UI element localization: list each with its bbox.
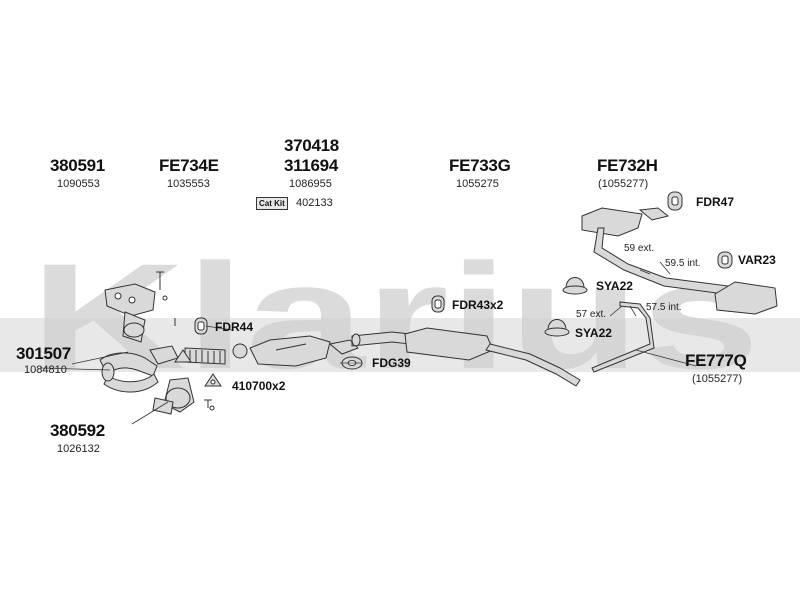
part-code: (1055277) xyxy=(598,178,649,190)
dimension-label: 59.5 int. xyxy=(665,258,701,269)
rear-silencer-lower-icon xyxy=(591,281,778,373)
part-code: 1090553 xyxy=(57,178,100,190)
part-code: (1055277) xyxy=(692,373,743,385)
part-code: 1086955 xyxy=(289,178,332,190)
gasket-410700-icon xyxy=(174,349,222,387)
sya22-clamp-top-icon xyxy=(562,277,588,295)
fitting-label-sya22: SYA22 xyxy=(596,279,633,293)
part-number: 370418 xyxy=(284,136,339,155)
fitting-label-fdr47: FDR47 xyxy=(696,195,735,209)
watermark-text: Klarius xyxy=(30,232,760,400)
manifold-lower-icon xyxy=(152,377,195,415)
centre-silencer-icon xyxy=(404,327,581,387)
var23-clamp-icon xyxy=(717,251,733,269)
part-code: 1035553 xyxy=(167,178,210,190)
dimension-label: 57 ext. xyxy=(576,309,607,320)
manifold-upper-icon xyxy=(104,283,156,343)
part-code: 402133 xyxy=(296,197,333,209)
part-number: FE733G xyxy=(449,156,511,175)
part-number: FE732H xyxy=(597,156,658,175)
fitting-label-fdr44: FDR44 xyxy=(215,320,254,334)
dimension-label: 57.5 int. xyxy=(646,302,682,313)
dimension-label: 59 ext. xyxy=(624,243,655,254)
part-number: 380591 xyxy=(50,156,105,175)
part-number: 380592 xyxy=(50,421,105,440)
fdr47-clamp-icon xyxy=(667,191,683,211)
front-pipe-icon xyxy=(99,345,179,393)
part-code: 1084810 xyxy=(24,364,67,376)
part-code: 1026132 xyxy=(57,443,100,455)
fitting-label-sya22: SYA22 xyxy=(575,326,612,340)
part-number: FE777Q xyxy=(685,351,747,370)
cat-kit-badge: Cat Kit xyxy=(256,197,288,210)
part-number: 301507 xyxy=(16,344,71,363)
fitting-label-fdr43x2: FDR43x2 xyxy=(452,298,504,312)
fdr44-hanger-icon xyxy=(194,317,208,335)
fitting-label-410700x2: 410700x2 xyxy=(232,379,286,393)
catalytic-converter-icon xyxy=(249,335,359,367)
sya22-clamp-bottom-icon xyxy=(544,319,570,337)
part-number: 311694 xyxy=(284,156,338,175)
part-number: FE734E xyxy=(159,156,219,175)
fitting-label-fdg39: FDG39 xyxy=(372,356,411,370)
fitting-label-var23: VAR23 xyxy=(738,253,776,267)
part-code: 1055275 xyxy=(456,178,499,190)
leader-lines xyxy=(39,261,697,425)
bolt-icon xyxy=(156,271,215,411)
fdr43-hanger-icon xyxy=(431,295,445,313)
